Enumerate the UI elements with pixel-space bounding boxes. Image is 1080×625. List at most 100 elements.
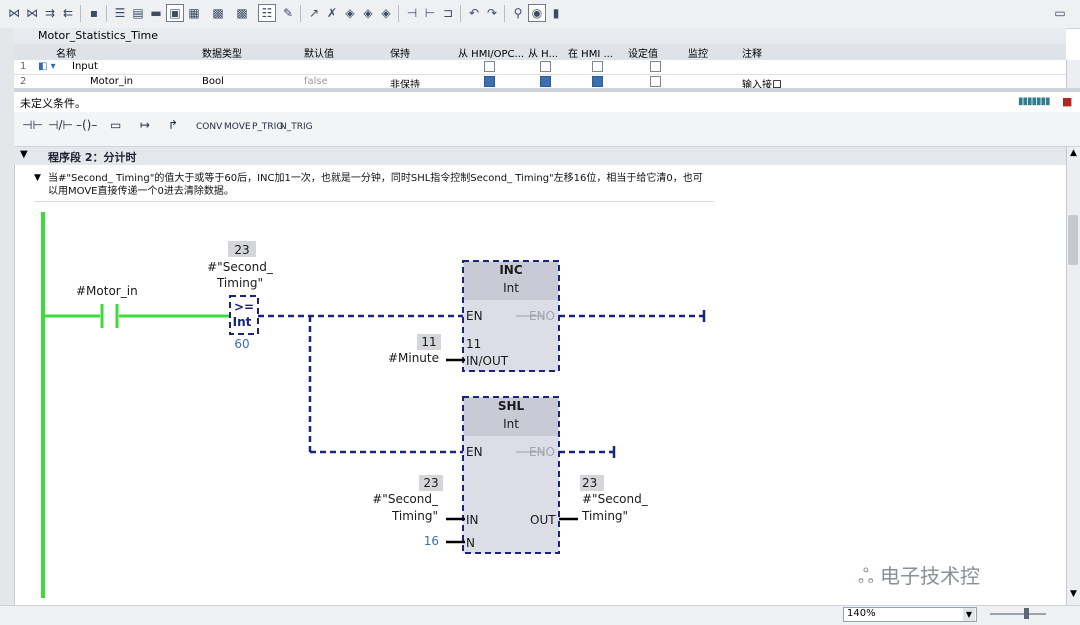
in-hmi-checkbox[interactable] — [592, 61, 603, 72]
undo-icon[interactable]: ↶ — [468, 6, 480, 20]
snapshot-icon[interactable]: ◈ — [363, 6, 373, 20]
inc-inout-operand[interactable]: #Minute — [388, 351, 439, 365]
setpoint-checkbox[interactable] — [650, 61, 661, 72]
pane-splitter[interactable] — [14, 88, 1080, 92]
absolute-operand-icon[interactable]: ▪ — [89, 6, 99, 20]
close-branch-icon[interactable]: ↱ — [168, 118, 179, 132]
shl-out-operand-line2[interactable]: Timing" — [581, 509, 628, 523]
instruction-palette: ⊣⊢ ⊣/⊢ –()– ▭ ↦ ↱ CONV MOVE P_TRIG N_TRI… — [14, 112, 1080, 147]
monitor-icon[interactable]: ◈ — [345, 6, 355, 20]
zoom-slider[interactable] — [990, 613, 1046, 615]
redo-icon[interactable]: ↷ — [486, 6, 498, 20]
col-from-hmi-opc[interactable]: 从 HMI/OPC... — [458, 49, 524, 60]
coil-icon[interactable]: –()– — [76, 118, 98, 132]
monitor-on-icon[interactable]: ◉ — [528, 4, 546, 22]
expand-icon[interactable]: ▦ — [188, 6, 200, 20]
in-hmi-checkbox[interactable] — [592, 76, 603, 87]
shl-out-operand-line1[interactable]: #"Second_ — [582, 492, 649, 506]
row-comment[interactable]: 输入接口 — [742, 80, 782, 89]
input-section-icon: ◧ ▾ — [38, 61, 56, 72]
error-next-icon[interactable]: ✗ — [326, 6, 338, 20]
row-number: 1 — [20, 61, 27, 72]
palette-p-trig[interactable]: P_TRIG — [252, 122, 284, 132]
setpoint-checkbox[interactable] — [650, 76, 661, 87]
shl-in-operand-line2[interactable]: Timing" — [391, 509, 438, 523]
collapse-network-icon[interactable]: ▼ — [20, 149, 28, 160]
collapse-comment-icon[interactable]: ▼ — [34, 173, 41, 183]
inc-type[interactable]: Int — [503, 281, 519, 295]
delete-network-icon[interactable]: ⋈ — [26, 6, 38, 20]
operand-show-icon[interactable]: ▩ — [212, 6, 224, 20]
col-retain[interactable]: 保持 — [390, 49, 410, 60]
insert-network-icon[interactable]: ⋈ — [8, 6, 20, 20]
col-name[interactable]: 名称 — [56, 49, 76, 60]
from-hmi-checkbox[interactable] — [484, 61, 495, 72]
network-title[interactable]: 程序段 2：分计时 — [48, 151, 137, 164]
col-datatype[interactable]: 数据类型 — [202, 49, 242, 60]
stop-icon[interactable]: ■ — [1062, 95, 1073, 108]
open-all-icon[interactable]: ⇉ — [44, 6, 56, 20]
from-h-checkbox[interactable] — [540, 61, 551, 72]
col-monitor[interactable]: 监控 — [688, 49, 708, 60]
cmp-operand-line1[interactable]: #"Second_ — [207, 260, 274, 274]
scroll-down-icon[interactable]: ▼ — [1070, 589, 1077, 599]
tag-list-icon[interactable]: ☷ — [258, 4, 276, 22]
row-retain[interactable]: 非保持 — [390, 80, 420, 89]
tag-info-icon[interactable]: ▩ — [236, 6, 248, 20]
ladder-insert-icon[interactable]: ⊣ — [406, 6, 418, 20]
close-all-icon[interactable]: ⇇ — [62, 6, 74, 20]
device-icon[interactable]: ▮ — [552, 6, 560, 20]
table-row[interactable]: 1 ◧ ▾ Input — [14, 60, 1066, 75]
cmp-type[interactable]: Int — [233, 315, 252, 329]
shl-n-value[interactable]: 16 — [424, 534, 439, 548]
table-row[interactable]: 2 Motor_in Bool false 非保持 输入接口 — [14, 75, 1066, 89]
nc-contact-icon[interactable]: ⊣/⊢ — [48, 118, 73, 132]
row-default[interactable]: false — [304, 76, 328, 87]
palette-move[interactable]: MOVE — [224, 122, 251, 132]
network-header[interactable]: ▼ 程序段 2：分计时 — [14, 147, 1066, 165]
col-in-hmi[interactable]: 在 HMI ... — [568, 49, 613, 60]
empty-box-icon[interactable]: ▭ — [110, 118, 122, 132]
shl-header — [464, 398, 558, 436]
interface-scrollbar[interactable] — [1066, 60, 1080, 88]
contact-operand[interactable]: #Motor_in — [76, 284, 138, 298]
go-to-icon[interactable]: ↗ — [308, 6, 320, 20]
cmp-operand-b[interactable]: 60 — [234, 337, 249, 351]
shl-in-operand-line1[interactable]: #"Second_ — [372, 492, 439, 506]
col-from-h[interactable]: 从 H... — [528, 49, 559, 60]
scroll-thumb[interactable] — [1068, 215, 1078, 265]
favorites-icon[interactable]: ✎ — [282, 6, 294, 20]
view-block-icon[interactable]: ▬ — [150, 6, 162, 20]
open-branch-icon[interactable]: ↦ — [140, 118, 151, 132]
from-hmi-checkbox[interactable] — [484, 76, 495, 87]
row-datatype[interactable]: Bool — [202, 76, 224, 87]
network-scrollbar[interactable]: ▲ ▼ — [1066, 147, 1080, 605]
from-h-checkbox[interactable] — [540, 76, 551, 87]
left-collapse-strip[interactable] — [0, 28, 15, 624]
chevron-down-icon[interactable]: ▼ — [963, 608, 975, 621]
col-comment[interactable]: 注释 — [742, 49, 762, 60]
inc-title: INC — [499, 263, 523, 277]
shl-type[interactable]: Int — [503, 417, 519, 431]
row-name[interactable]: Input — [72, 61, 98, 72]
ladder-close-icon[interactable]: ⊐ — [442, 6, 454, 20]
palette-n-trig[interactable]: N_TRIG — [280, 122, 313, 132]
cmp-operand-line2[interactable]: Timing" — [216, 276, 263, 290]
view-split-icon[interactable]: ▤ — [132, 6, 144, 20]
comment-divider — [34, 201, 714, 202]
network-comment[interactable]: 当#"Second_ Timing"的值大于或等于60后，INC加1一次，也就是… — [48, 173, 703, 197]
load-icon[interactable]: ◈ — [381, 6, 391, 20]
zoom-slider-thumb[interactable] — [1024, 608, 1029, 619]
no-contact-icon[interactable]: ⊣⊢ — [22, 118, 43, 132]
ladder-branch-icon[interactable]: ⊢ — [424, 6, 436, 20]
row-name[interactable]: Motor_in — [90, 76, 134, 87]
window-icon[interactable]: ▭ — [1054, 6, 1066, 20]
palette-conv[interactable]: CONV — [196, 122, 223, 132]
comment-toggle-icon[interactable]: ▣ — [166, 4, 184, 22]
scroll-up-icon[interactable]: ▲ — [1070, 148, 1077, 158]
view-list-icon[interactable]: ☰ — [114, 6, 126, 20]
col-default[interactable]: 默认值 — [304, 49, 334, 60]
zoom-select[interactable]: 140% ▼ — [843, 607, 977, 622]
col-setpoint[interactable]: 设定值 — [628, 49, 658, 60]
cross-ref-icon[interactable]: ⚲ — [513, 6, 523, 20]
